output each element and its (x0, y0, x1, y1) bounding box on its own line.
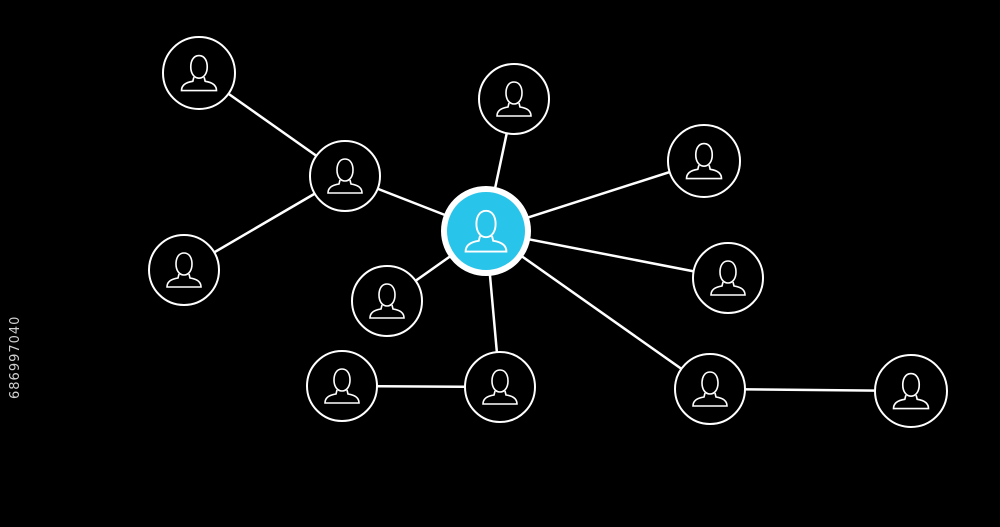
node-circle (148, 234, 220, 306)
node-bottom-left (306, 350, 378, 422)
node-circle (162, 36, 236, 110)
node-center (441, 186, 531, 276)
node-circle (309, 140, 381, 212)
node-circle (306, 350, 378, 422)
node-circle (692, 242, 764, 314)
nodes (148, 36, 948, 428)
node-hub-left (309, 140, 381, 212)
node-bottom-right (674, 353, 746, 425)
connections (183, 71, 912, 393)
node-right-top (667, 124, 741, 198)
node-lower-left (351, 265, 423, 337)
node-top-left (162, 36, 236, 110)
node-circle (874, 354, 948, 428)
node-circle (667, 124, 741, 198)
stock-id-watermark: 686997040 (8, 315, 23, 399)
central-node-circle (441, 186, 531, 276)
node-bottom-center (464, 351, 536, 423)
node-circle (464, 351, 536, 423)
edge-center-bottom-right (485, 229, 711, 391)
node-far-right (874, 354, 948, 428)
node-right-mid (692, 242, 764, 314)
node-mid-left (148, 234, 220, 306)
node-top (478, 63, 550, 135)
node-circle (674, 353, 746, 425)
node-circle (351, 265, 423, 337)
node-circle (478, 63, 550, 135)
